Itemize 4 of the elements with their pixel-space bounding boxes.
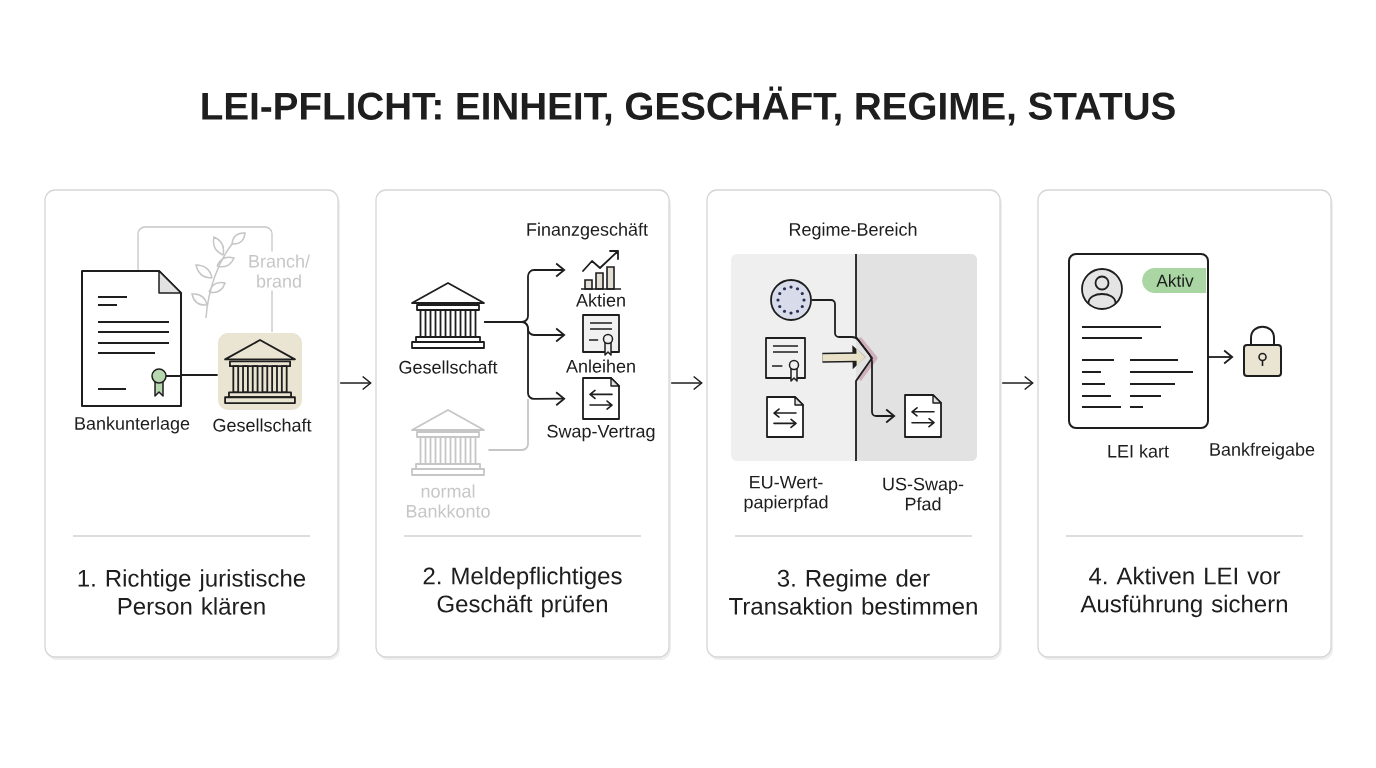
arrow xyxy=(339,375,372,391)
arrow xyxy=(670,375,703,391)
title: LEI-PFLICHT: EINHEIT, GESCHÄFT, REGIME, STATUS xyxy=(202,86,1175,126)
arrow xyxy=(1001,375,1034,391)
